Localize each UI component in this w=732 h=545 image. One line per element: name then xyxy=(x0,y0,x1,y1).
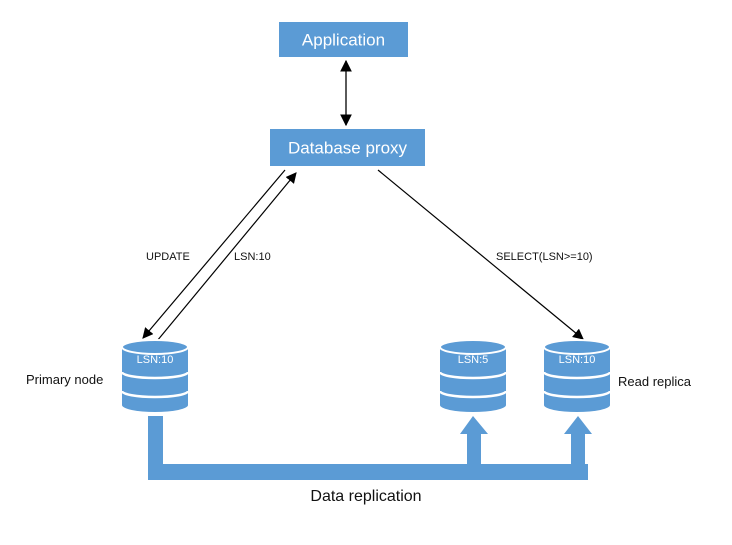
application-label: Application xyxy=(302,31,385,50)
replica-mid-lsn: LSN:5 xyxy=(458,354,489,366)
replication-arrow-right-icon xyxy=(564,416,592,434)
lsn-return-label: LSN:10 xyxy=(234,251,271,263)
read-replica-label: Read replica xyxy=(618,374,692,389)
update-arrow xyxy=(142,169,286,339)
select-arrow xyxy=(377,169,584,340)
proxy-box xyxy=(270,129,425,166)
replica-mid-db-icon xyxy=(438,339,508,412)
primary-db-icon xyxy=(120,339,190,412)
data-replication-label: Data replication xyxy=(310,488,421,505)
application-box xyxy=(279,22,408,57)
primary-lsn: LSN:10 xyxy=(137,354,174,366)
replica-right-db-icon xyxy=(542,339,612,412)
primary-node-label: Primary node xyxy=(26,372,103,387)
replica-right-lsn: LSN:10 xyxy=(559,354,596,366)
lsn-return-arrow xyxy=(156,172,297,342)
application-node: Application xyxy=(279,22,408,57)
proxy-label: Database proxy xyxy=(288,139,408,158)
select-label: SELECT(LSN>=10) xyxy=(496,251,593,263)
replication-pipe xyxy=(148,416,592,480)
update-label: UPDATE xyxy=(146,251,190,263)
proxy-node: Database proxy xyxy=(270,129,425,166)
replication-arrow-mid-icon xyxy=(460,416,488,434)
